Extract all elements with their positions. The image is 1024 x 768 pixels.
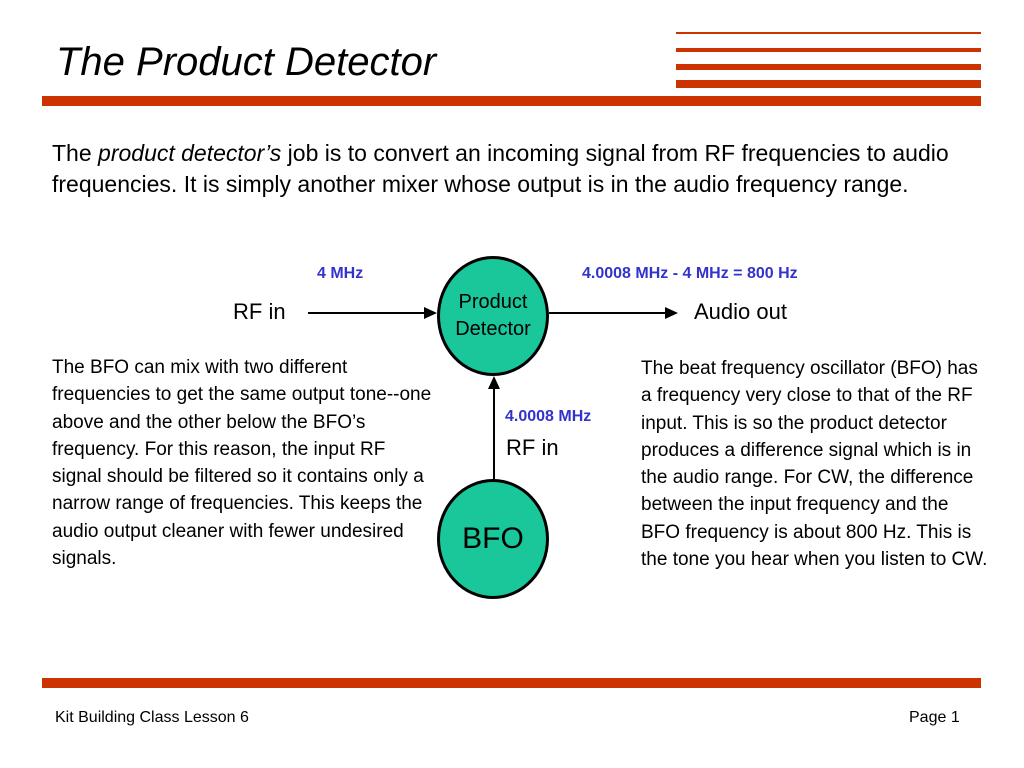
bfo-to-detector-arrow <box>488 376 500 479</box>
bfo-rf-in-label: RF in <box>506 435 559 460</box>
product-detector-label-line1: Product <box>458 291 528 313</box>
intro-prefix: The <box>52 140 99 166</box>
audio-frequency-label: 4.0008 MHz - 4 MHz = 800 Hz <box>582 265 798 282</box>
rf-in-label: RF in <box>233 299 286 324</box>
bfo-node: BFO <box>437 479 549 599</box>
title-stripe-3 <box>676 64 981 70</box>
audio-out-arrow <box>549 307 678 319</box>
title-stripe-4 <box>676 80 981 88</box>
left-paragraph: The BFO can mix with two different frequ… <box>52 357 432 570</box>
product-detector-node: Product Detector <box>437 256 549 376</box>
rf-frequency-label: 4 MHz <box>317 265 364 282</box>
intro-emphasis: product detector’s <box>98 140 282 166</box>
footer-page-number: Page 1 <box>909 709 960 726</box>
title-stripe-2 <box>676 48 981 52</box>
audio-out-label: Audio out <box>694 299 787 324</box>
intro-paragraph: The product detector’s job is to convert… <box>52 138 987 199</box>
title-stripe-1 <box>676 32 981 34</box>
rf-in-arrow <box>308 307 437 319</box>
bfo-frequency-label: 4.0008 MHz <box>505 408 592 425</box>
bfo-label: BFO <box>462 522 524 555</box>
product-detector-label-line2: Detector <box>455 318 531 340</box>
slide-title: The Product Detector <box>56 40 437 84</box>
intro-rest: job is to convert an incoming signal fro… <box>52 140 949 197</box>
footer-course: Kit Building Class Lesson 6 <box>55 709 249 726</box>
header-rule <box>42 96 981 106</box>
right-paragraph: The beat frequency oscillator (BFO) has … <box>641 358 988 571</box>
footer-rule <box>42 678 981 688</box>
